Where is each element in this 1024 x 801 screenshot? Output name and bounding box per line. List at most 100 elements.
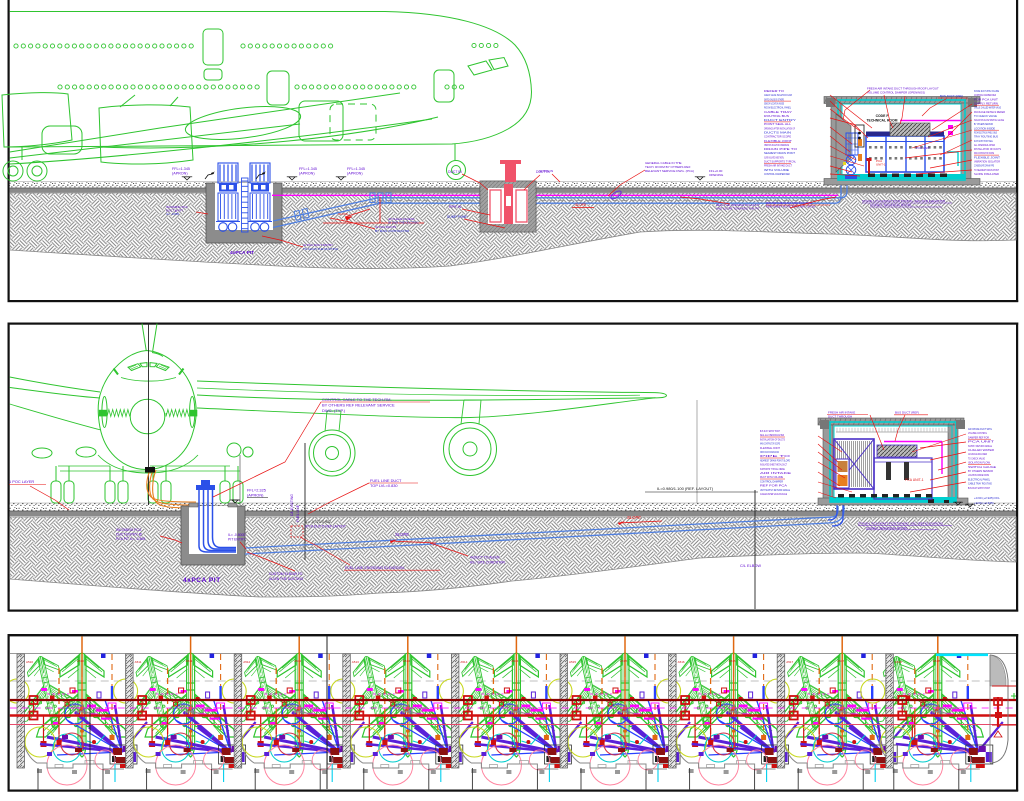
svg-text:MAIN CONTRACTOR SCOPE: MAIN CONTRACTOR SCOPE (760, 442, 780, 446)
svg-text:PCA UNIT: PCA UNIT (916, 146, 930, 150)
svg-text:A517: A517 (837, 659, 844, 663)
svg-text:IL= -0.800D: IL= -0.800D (228, 533, 246, 537)
svg-text:(CODE-F TECHNICAL ROOM): (CODE-F TECHNICAL ROOM) (866, 526, 907, 530)
svg-text:FRESH AIR INTAKE DUCT: FRESH AIR INTAKE DUCT (764, 164, 792, 168)
svg-text:SLOPE: SLOPE (575, 203, 587, 207)
svg-text:ROUTING BUS: ROUTING BUS (764, 114, 789, 118)
svg-text:SLOPE: SLOPE (627, 515, 641, 520)
svg-text:A515: A515 (620, 659, 627, 663)
svg-text:PACKAGE DETAILS REFER: PACKAGE DETAILS REFER (974, 110, 1005, 114)
svg-text:INSTALLATION OF DUCTS: INSTALLATION OF DUCTS (974, 147, 1001, 151)
svg-text:A510: A510 (26, 660, 33, 664)
svg-text:A515: A515 (569, 660, 576, 664)
svg-text:FOR PCA UNIT: FOR PCA UNIT (974, 97, 998, 101)
svg-text:FFL=1.345: FFL=1.345 (172, 167, 190, 171)
svg-text:A518: A518 (895, 660, 902, 664)
svg-text:LOCATION INSIDE ROOM: LOCATION INSIDE ROOM (968, 473, 989, 477)
svg-text:OPENINGS AFTER INSTALLATION OF: OPENINGS AFTER INSTALLATION OF (764, 126, 795, 130)
svg-text:CONTROL CABLE TO THE TECH.RM.: CONTROL CABLE TO THE TECH.RM. (322, 397, 392, 402)
svg-text:SWITCH GAUGE: SWITCH GAUGE (968, 465, 996, 469)
svg-text:BY OTHERS REF RELEVANT SERVIC: BY OTHERS REF RELEVANT SERVICE (322, 403, 395, 408)
svg-text:ELECTRICAL PANEL: ELECTRICAL PANEL (968, 477, 990, 481)
svg-text:TO CHECK VALVE: TO CHECK VALVE (974, 114, 997, 118)
svg-text:CABLE TRAY: CABLE TRAY (764, 110, 792, 114)
svg-text:FUEL LINE: FUEL LINE (296, 504, 300, 522)
svg-text:FLEXIBLE JOINT: FLEXIBLE JOINT (760, 446, 780, 450)
svg-text:SENSOR LOCATION INSIDE: SENSOR LOCATION INSIDE (764, 102, 784, 106)
svg-text:DUCTS MAIN: DUCTS MAIN (764, 131, 791, 135)
svg-text:4xPCA PIT: 4xPCA PIT (183, 577, 221, 584)
svg-text:SLOPE IN: SLOPE IN (539, 169, 553, 173)
svg-text:PCA: PCA (876, 159, 882, 163)
svg-text:(APRON): (APRON) (172, 172, 188, 176)
svg-text:A514: A514 (511, 659, 518, 663)
svg-text:BUS DUCT (REF): BUS DUCT (REF) (895, 411, 919, 415)
svg-text:DUCT ENTRY POINT SEAL: DUCT ENTRY POINT SEAL (974, 139, 993, 143)
svg-text:IL= -0.865: IL= -0.865 (166, 212, 179, 216)
svg-text:4x PCA DUCTS: 4x PCA DUCTS (375, 225, 396, 229)
svg-text:VOLUME CONTROL: VOLUME CONTROL (968, 431, 987, 435)
svg-text:SLOPE INSULATED SHEET METAL: SLOPE INSULATED SHEET METAL (764, 155, 784, 159)
svg-text:BY MAIN CONTRACTOR: BY MAIN CONTRACTOR (375, 229, 410, 233)
svg-text:FFL=1.345: FFL=1.345 (347, 167, 365, 171)
svg-text:STAND-1 PCA DRAFT POSITIONING: STAND-1 PCA DRAFT POSITIONING -SEC FOR E… (862, 199, 945, 203)
svg-text:(CODE-F TECHNICAL ROOM): (CODE-F TECHNICAL ROOM) (870, 203, 911, 207)
svg-text:ROUTE THE DUCT AND PCA PIPE: ROUTE THE DUCT AND PCA PIPE (766, 201, 812, 205)
svg-text:FFL=1.345: FFL=1.345 (299, 167, 317, 171)
svg-text:DUCT THROUGH: DUCT THROUGH (828, 415, 852, 419)
svg-text:PCA UNIT-1: PCA UNIT-1 (905, 478, 924, 482)
svg-text:PCA UNIT: PCA UNIT (968, 440, 995, 444)
svg-text:CONTROL DAMPER REF: CONTROL DAMPER REF (764, 172, 790, 176)
svg-text:SUMP PUMP: SUMP PUMP (447, 215, 468, 219)
svg-text:BY OTHERS SENSOR: BY OTHERS SENSOR (974, 122, 993, 126)
svg-text:VIBRATION ISOLATOR CONDENSATE: VIBRATION ISOLATOR CONDENSATE DRAIN (760, 450, 779, 454)
svg-text:A511: A511 (186, 659, 193, 663)
svg-text:IN LINE THE DUCTING: IN LINE THE DUCTING (388, 221, 419, 225)
svg-text:AIR INTAKE DUCT WITH: AIR INTAKE DUCT WITH (968, 427, 992, 431)
svg-text:FRESH AIR INTAKE DUCT THROUGH: FRESH AIR INTAKE DUCT THROUGH ROOF LAYOU… (867, 87, 939, 91)
svg-text:NEAREST DRAIN POINT SLOPE: NEAREST DRAIN POINT SLOPE (760, 458, 790, 462)
svg-text:ALIGN THE DUCTING: ALIGN THE DUCTING (269, 577, 304, 581)
svg-text:GENERAL CABLE IN THE: GENERAL CABLE IN THE (645, 161, 682, 165)
svg-text:SWITCH GAUGE BY OTHERS: SWITCH GAUGE BY OTHERS (764, 97, 784, 101)
svg-text:FUEL LINE CROSSING ELEVATION.: FUEL LINE CROSSING ELEVATION. (345, 566, 405, 570)
svg-text:OPENING: OPENING (709, 173, 724, 177)
svg-text:C/L ELBOW: C/L ELBOW (740, 563, 761, 568)
svg-text:INCOMING PCA: INCOMING PCA (116, 528, 142, 532)
svg-text:A513: A513 (403, 659, 410, 663)
svg-text:DUCT ENTRY: DUCT ENTRY (764, 118, 796, 122)
svg-text:PCA PIT IL= -0.865: PCA PIT IL= -0.865 (116, 537, 145, 541)
svg-text:UNIT SUPPLY RETURN GRILLE: UNIT SUPPLY RETURN GRILLE (760, 488, 790, 492)
svg-text:CHILLED WATER: CHILLED WATER (968, 448, 994, 452)
svg-text:IL= -0.727/-0.922: IL= -0.727/-0.922 (305, 520, 331, 524)
svg-text:A517: A517 (786, 660, 793, 664)
svg-text:STAND-1 PCA DRAFT POSITIONING: STAND-1 PCA DRAFT POSITIONING -SEC (REF … (858, 522, 943, 526)
svg-text:TRAY ROUTING BUS: TRAY ROUTING BUS (974, 135, 998, 139)
svg-text:INSTALLATION OF DUCTS: INSTALLATION OF DUCTS (760, 437, 785, 441)
svg-text:TO ALIGN THE DUCTING: TO ALIGN THE DUCTING (303, 247, 339, 251)
svg-text:UNIT-1: UNIT-1 (876, 163, 886, 167)
svg-text:SUPPLY RETURN: SUPPLY RETURN (974, 102, 998, 106)
svg-text:AS / SITE CONDITION: AS / SITE CONDITION (470, 561, 505, 565)
svg-text:+0.60 (+2.925) FFL: +0.60 (+2.925) FFL (974, 496, 1000, 500)
svg-text:A510: A510 (77, 659, 84, 663)
svg-text:TO NEAREST DRAIN POINT: TO NEAREST DRAIN POINT (974, 168, 999, 172)
svg-text:WITH VOLUME: WITH VOLUME (764, 168, 789, 172)
svg-text:1 POC LAYER: 1 POC LAYER (9, 479, 34, 484)
svg-text:CABLE TRAY ROUTING: CABLE TRAY ROUTING (968, 482, 992, 486)
svg-text:DUCT SUPPORTS TYPICAL: DUCT SUPPORTS TYPICAL (764, 160, 796, 164)
svg-text:VIBRATION ISOLATOR: VIBRATION ISOLATOR (974, 160, 1000, 164)
svg-text:A511: A511 (135, 660, 142, 664)
svg-text:SEAL THE OPENING PCA DUCT: SEAL THE OPENING PCA DUCT (716, 203, 760, 207)
svg-text:FFL=2.325: FFL=2.325 (247, 488, 266, 493)
svg-text:DUCT @ PIT: DUCT @ PIT (166, 209, 183, 213)
svg-text:FUEL LINE DUCT: FUEL LINE DUCT (370, 478, 402, 483)
svg-text:DUCT ENTRY @: DUCT ENTRY @ (116, 533, 143, 537)
svg-text:INSULATED SHEET METAL DUCT: INSULATED SHEET METAL DUCT (760, 463, 787, 467)
svg-text:TECHNICAL ROOM: TECHNICAL ROOM (866, 119, 897, 123)
svg-text:ISOLATION FLOW: ISOLATION FLOW (968, 461, 990, 465)
svg-text:VIBRATION ISOLATOR CONDENSATE: VIBRATION ISOLATOR CONDENSATE (764, 143, 789, 147)
svg-text:CHECK VALVE ISOLATION FLOW: CHECK VALVE ISOLATION FLOW (764, 93, 792, 97)
svg-text:ROOM ELECTRICAL PANEL CABLE: ROOM ELECTRICAL PANEL CABLE (974, 131, 997, 135)
svg-text:SEAL ALL OPENINGS AFTER: SEAL ALL OPENINGS AFTER (760, 433, 784, 437)
